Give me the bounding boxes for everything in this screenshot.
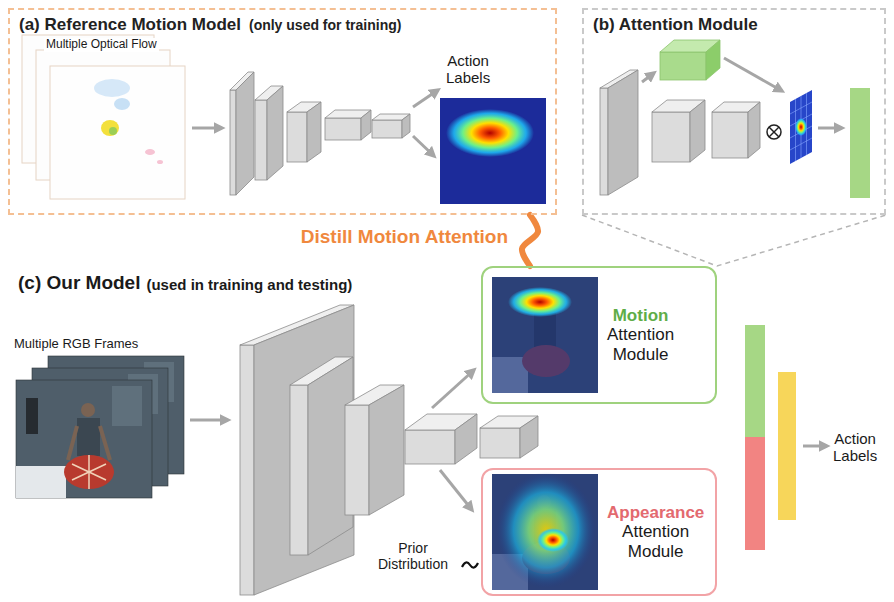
- attention-cnn: [600, 40, 760, 195]
- motion-cnn: [402, 114, 410, 138]
- attention-cnn: [690, 100, 705, 162]
- rgb-cnn: [240, 345, 254, 595]
- attention-map: [767, 88, 870, 198]
- motion-cnn: [325, 118, 361, 140]
- attention-cnn: [748, 102, 760, 158]
- motion-cnn: [230, 90, 236, 195]
- motion-cnn: [255, 100, 267, 180]
- flow-heatmap: [440, 98, 546, 204]
- panel-subtitle: (used in training and testing): [146, 276, 352, 293]
- appearance-heatmap: [537, 528, 569, 552]
- attention-cnn: [712, 112, 748, 158]
- rgb-cnn: [455, 414, 477, 464]
- rgb-cnn: [480, 428, 520, 458]
- attention-cnn: [660, 52, 706, 80]
- optical-flow-frames: [109, 127, 117, 135]
- feature-bars: [745, 325, 796, 550]
- rgb-cnn: [369, 385, 404, 515]
- rgb-cnn: [520, 416, 538, 458]
- arrows: [190, 419, 228, 422]
- module-type: Attention Module: [622, 522, 689, 561]
- motion-cnn: [236, 72, 254, 195]
- attention-cnn: [706, 40, 720, 80]
- motion-heatmap: [508, 287, 572, 317]
- attention-cnn: [652, 112, 690, 162]
- appearance-heatmap: [496, 472, 596, 588]
- motion-cnn: [230, 72, 410, 195]
- prior-caption: Prior Distribution: [378, 540, 448, 572]
- text-group: (a) Reference Motion Model (only used for…: [10, 10, 410, 40]
- feature-bars: [745, 325, 765, 437]
- rgb-cnn: [405, 430, 455, 464]
- optical-flow-frames: [157, 160, 163, 164]
- rgb-cnn: [254, 305, 354, 595]
- motion-cnn: [267, 86, 283, 180]
- rgb-cnn: [290, 385, 308, 555]
- input-caption: Multiple RGB Frames: [14, 337, 138, 352]
- output-caption: Action Labels: [446, 52, 490, 87]
- feature-bars: [745, 437, 765, 550]
- attention-map: [769, 127, 779, 137]
- zoom-connector: [582, 215, 886, 266]
- attention-map: [790, 90, 812, 164]
- module-name: Motion: [613, 306, 669, 326]
- panel-title: (b) Attention Module: [593, 15, 758, 35]
- optical-flow-frames: [101, 120, 119, 136]
- motion-cnn: [287, 112, 307, 162]
- optical-flow-frames: [114, 98, 130, 110]
- distill-connector: [522, 215, 538, 266]
- motion-cnn: [372, 120, 402, 138]
- prior-tilde: [462, 562, 478, 567]
- motion-heatmap: [492, 277, 598, 393]
- output-caption: Action Labels: [833, 430, 877, 465]
- panel-subtitle: (only used for training): [249, 17, 401, 33]
- attention-map: [767, 125, 781, 139]
- flow-heatmap: [440, 98, 546, 204]
- attention-panel: (b) Attention Module: [582, 8, 886, 215]
- prior-tilde: [462, 562, 478, 567]
- arrows: [432, 370, 474, 408]
- appearance-heatmap: [492, 472, 598, 590]
- rgb-frames: [16, 356, 184, 498]
- connector-label: Distill Motion Attention: [301, 226, 508, 248]
- attention-map: [795, 118, 807, 136]
- optical-flow-frames: [145, 149, 155, 155]
- attention-map: [769, 127, 779, 137]
- text-group: AppearanceAttention Module: [607, 503, 704, 562]
- motion-heatmap: [492, 277, 598, 393]
- arrows: [192, 127, 222, 130]
- panel-title: (a) Reference Motion Model: [19, 15, 241, 35]
- feature-bars: [778, 372, 796, 520]
- optical-flow-frames: [94, 79, 130, 97]
- arrows: [803, 445, 827, 448]
- module-type: Attention Module: [607, 325, 674, 364]
- attention-map: [850, 88, 870, 198]
- optical-flow-frames: [50, 66, 185, 199]
- attention-map: [790, 93, 812, 161]
- arrows: [724, 58, 782, 91]
- panel-title: (c) Our Model: [18, 272, 140, 294]
- arrows: [413, 90, 438, 107]
- arrows: [818, 127, 842, 130]
- motion-cnn: [307, 102, 321, 162]
- attention-cnn: [608, 70, 638, 195]
- rgb-cnn: [345, 405, 369, 515]
- flow-heatmap: [446, 109, 534, 157]
- motion-cnn: [361, 110, 371, 140]
- text-group: MotionAttention Module: [607, 306, 674, 365]
- arrows: [413, 136, 434, 156]
- appearance-attention-box: AppearanceAttention Module: [481, 468, 717, 596]
- motion-attention-box: MotionAttention Module: [481, 266, 717, 404]
- input-caption: Multiple Optical Flow: [44, 38, 159, 52]
- module-name: Appearance: [607, 503, 704, 523]
- rgb-frames: [16, 380, 152, 498]
- arrows: [440, 470, 472, 510]
- text-group: (b) Attention Module: [584, 10, 767, 40]
- arrows: [642, 73, 654, 82]
- attention-cnn: [600, 88, 608, 195]
- optical-flow-frames: [22, 35, 185, 199]
